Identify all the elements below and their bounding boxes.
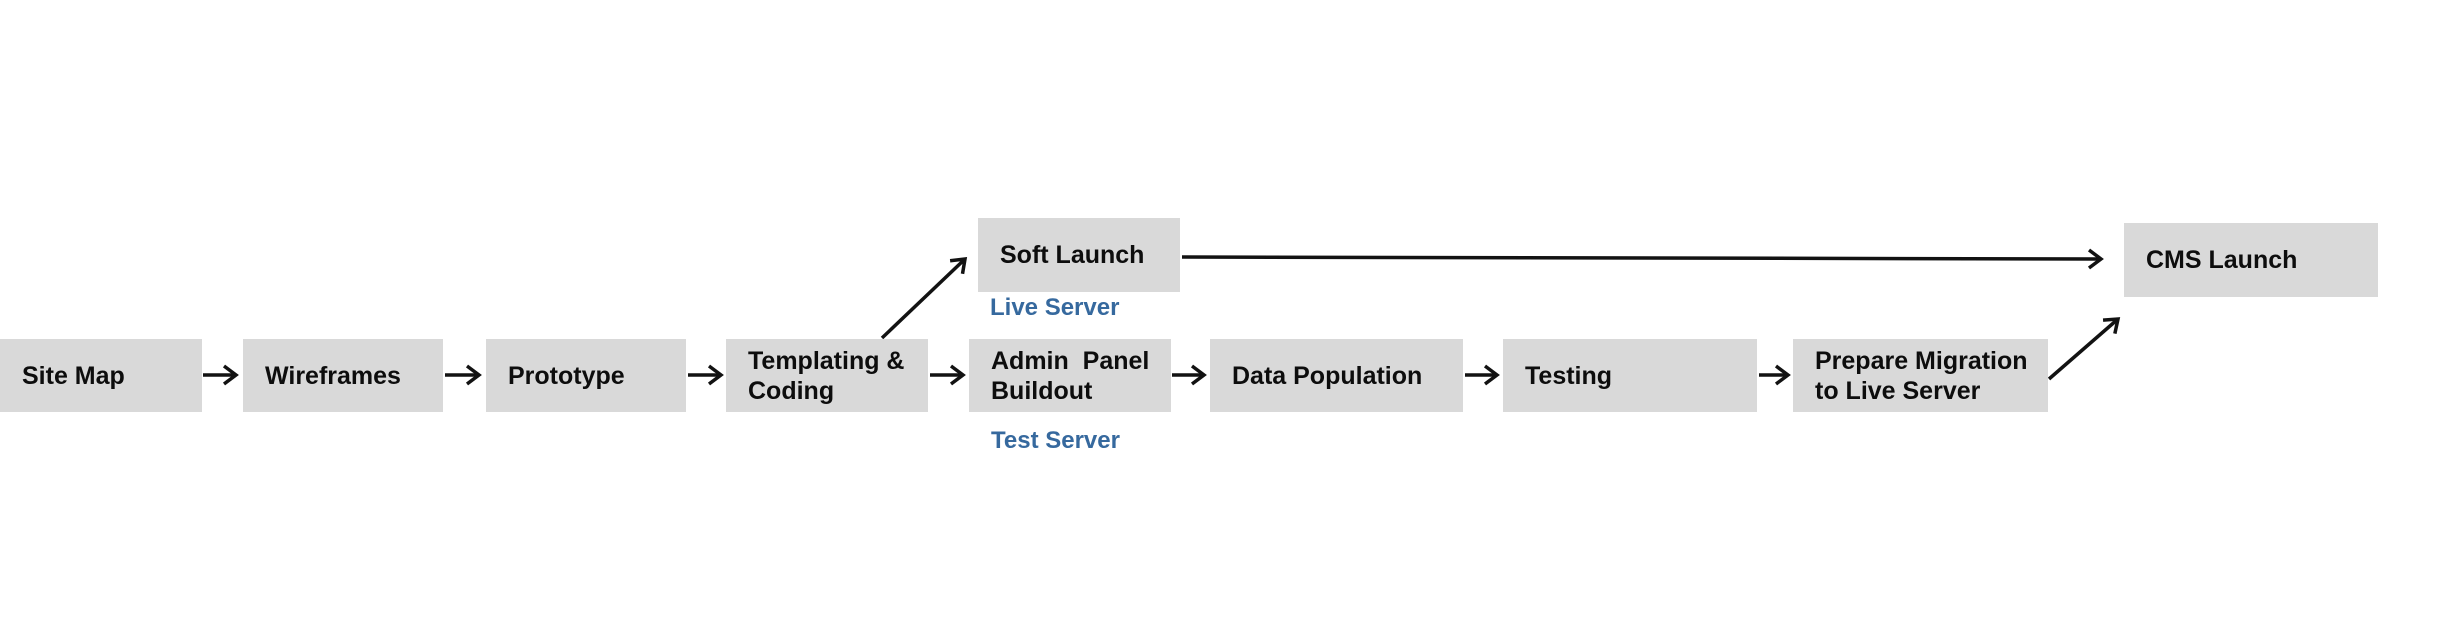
node-prototype: Prototype: [486, 339, 686, 412]
annotation-test-server: Test Server: [991, 427, 1120, 454]
node-admin-panel-buildout: Admin Panel Buildout: [969, 339, 1171, 412]
node-templating-coding: Templating & Coding: [726, 339, 928, 412]
node-testing: Testing: [1503, 339, 1757, 412]
node-soft-launch: Soft Launch: [978, 218, 1180, 292]
annotation-live-server: Live Server: [990, 294, 1120, 321]
edge-templating-coding-to-soft-launch-arrow: [880, 256, 968, 340]
node-prepare-migration: Prepare Migration to Live Server: [1793, 339, 2048, 412]
edge-soft-launch-to-cms-launch-arrow: [1181, 248, 2104, 270]
node-site-map: Site Map: [0, 339, 202, 412]
node-wireframes: Wireframes: [243, 339, 443, 412]
edge-prepare-migration-to-cms-launch-arrow: [2047, 317, 2121, 381]
node-data-population: Data Population: [1210, 339, 1463, 412]
node-cms-launch: CMS Launch: [2124, 223, 2378, 297]
